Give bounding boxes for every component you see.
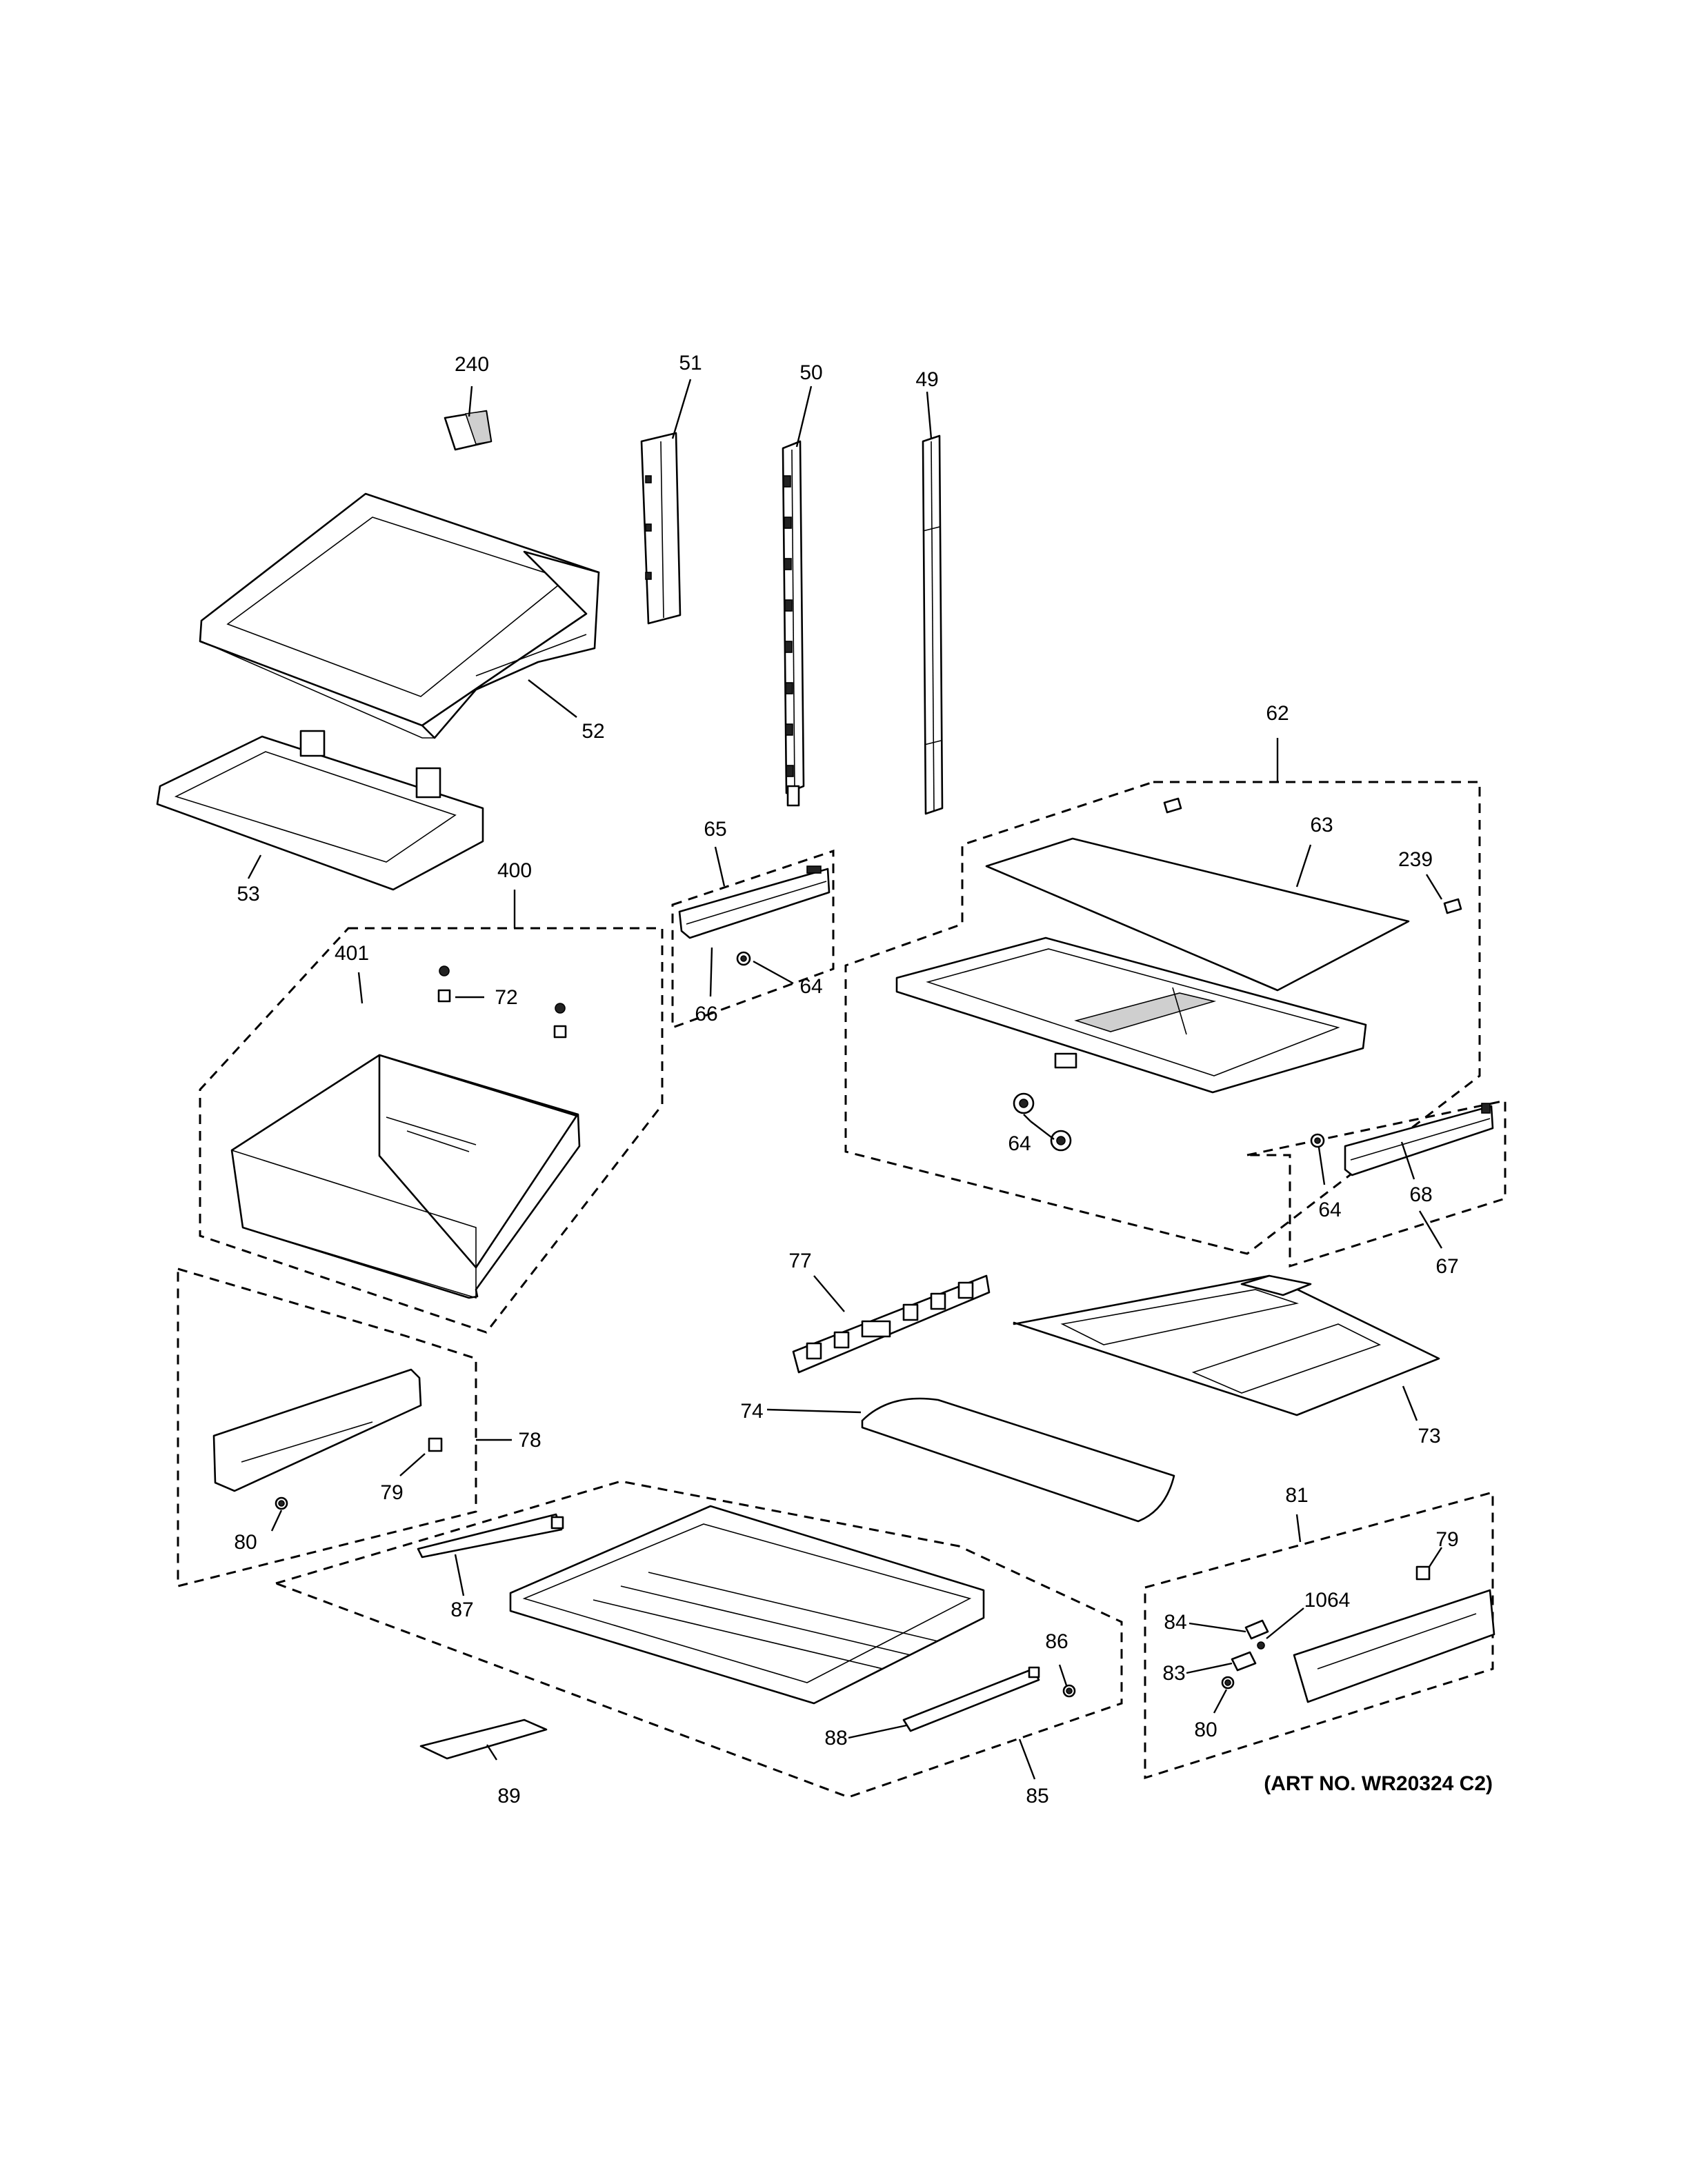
callout-401: 401 xyxy=(335,942,369,965)
callout-89: 89 xyxy=(497,1785,520,1807)
part-1064-screw xyxy=(1257,1641,1265,1650)
callout-72: 72 xyxy=(495,986,517,1009)
part-79-bumper-b xyxy=(1415,1565,1431,1581)
callout-64-c: 64 xyxy=(1318,1199,1341,1221)
callout-80-b: 80 xyxy=(1194,1719,1217,1741)
callout-64-b: 64 xyxy=(1008,1132,1031,1155)
part-83-clip xyxy=(1231,1651,1257,1672)
part-64-grommet-c xyxy=(1310,1133,1325,1148)
callout-80-a: 80 xyxy=(234,1531,257,1554)
callout-74: 74 xyxy=(740,1400,763,1423)
callout-86: 86 xyxy=(1045,1630,1068,1653)
callout-50: 50 xyxy=(799,361,822,384)
callout-65: 65 xyxy=(704,818,726,841)
callout-62: 62 xyxy=(1266,702,1289,725)
callout-49: 49 xyxy=(915,368,938,391)
callout-81: 81 xyxy=(1285,1484,1308,1507)
part-88-rail xyxy=(902,1666,1040,1732)
part-79-bumper-a xyxy=(428,1437,443,1452)
part-240-clip xyxy=(444,410,493,451)
callout-84: 84 xyxy=(1164,1611,1186,1634)
art-number: (ART NO. WR20324 C2) xyxy=(1264,1772,1493,1795)
leader-lines xyxy=(247,379,1443,1761)
callout-67: 67 xyxy=(1435,1255,1458,1278)
group-65-boundary xyxy=(671,846,835,1030)
callout-1064: 1064 xyxy=(1304,1589,1351,1612)
part-77-handle xyxy=(792,1274,991,1374)
callout-53: 53 xyxy=(237,883,259,905)
part-401-drawer xyxy=(230,1054,581,1299)
part-89-bracket xyxy=(419,1719,548,1760)
part-51-rail xyxy=(640,432,682,625)
callout-52: 52 xyxy=(581,720,604,743)
part-80-screw-a xyxy=(275,1496,288,1510)
callout-78: 78 xyxy=(518,1429,541,1452)
part-239-clip xyxy=(1163,797,1462,914)
part-66-slide-rail xyxy=(678,865,831,939)
part-lower-drawer xyxy=(509,1505,985,1705)
callout-83: 83 xyxy=(1162,1662,1185,1685)
part-64-grommet-a xyxy=(736,951,751,966)
callout-64-a: 64 xyxy=(799,975,822,998)
callout-88: 88 xyxy=(824,1727,847,1750)
group-81-boundary xyxy=(1144,1491,1494,1780)
part-63-glass-panel xyxy=(985,837,1410,992)
part-49-rail xyxy=(922,434,944,815)
callout-labels: 240 51 50 49 52 53 62 63 239 65 64 66 40… xyxy=(234,352,1458,1807)
part-84-clip xyxy=(1244,1619,1269,1640)
callout-79-a: 79 xyxy=(380,1481,403,1504)
callout-51: 51 xyxy=(679,352,702,374)
group-85-boundary xyxy=(272,1480,1123,1799)
group-400-boundary xyxy=(199,890,664,1334)
part-72-bumpers xyxy=(437,965,567,1039)
callout-87: 87 xyxy=(450,1599,473,1621)
part-62-shelf-frame xyxy=(895,936,1367,1094)
part-68-slide-rail xyxy=(1344,1103,1494,1176)
part-86-screw xyxy=(1062,1684,1076,1698)
callout-400: 400 xyxy=(497,859,532,882)
callout-68: 68 xyxy=(1409,1183,1432,1206)
part-74-panel xyxy=(861,1397,1175,1523)
group-67-boundary xyxy=(1246,1099,1507,1268)
part-52-shelf-frame xyxy=(199,492,600,739)
callout-73: 73 xyxy=(1418,1425,1440,1447)
callout-66: 66 xyxy=(695,1003,717,1025)
callout-77: 77 xyxy=(788,1250,811,1272)
part-53-shelf-cover xyxy=(156,730,484,891)
callout-240: 240 xyxy=(455,353,489,376)
part-64-grommets-b xyxy=(1013,1092,1072,1152)
part-81-slide-right xyxy=(1293,1589,1495,1703)
part-78-slide-left xyxy=(212,1368,422,1492)
group-62-boundary xyxy=(844,738,1481,1255)
callout-239: 239 xyxy=(1398,848,1433,871)
group-78-boundary xyxy=(177,1267,512,1587)
part-80-screw-b xyxy=(1221,1676,1235,1690)
callout-79-b: 79 xyxy=(1435,1528,1458,1551)
part-73-crisper-cover xyxy=(1013,1274,1440,1416)
callout-85: 85 xyxy=(1026,1785,1048,1807)
part-50-rail xyxy=(782,440,805,807)
callout-63: 63 xyxy=(1310,814,1333,836)
part-87-rail xyxy=(417,1513,564,1559)
